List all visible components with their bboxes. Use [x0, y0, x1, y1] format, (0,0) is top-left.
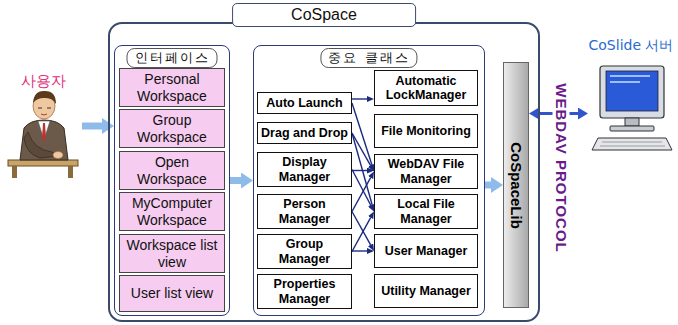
node-text: Personal Workspace: [123, 71, 221, 103]
class-link: [352, 103, 372, 165]
person-illustration: [8, 91, 78, 178]
node-text: Person Manager: [260, 197, 349, 226]
node-text: 인터페이스: [127, 48, 218, 68]
class-box: Utility Manager: [374, 274, 478, 308]
class-link: [352, 218, 371, 252]
group-panel: 인터페이스 Personal WorkspaceGroup WorkspaceOp…: [114, 45, 230, 316]
group-panel: 중요 클래스 Auto LaunchDrag and DropDisplay Ma…: [253, 45, 485, 316]
node-text: CoSpaceLib: [508, 142, 525, 229]
class-box: WebDAV File Manager: [374, 154, 478, 189]
flow-arrow: [82, 123, 102, 130]
class-box: Drag and Drop: [257, 122, 352, 144]
protocol-label: WEBDAV PROTOCOL: [553, 81, 570, 254]
class-box: Local File Manager: [374, 194, 478, 229]
node-text: MyComputer Workspace: [123, 195, 221, 227]
node-text: Workspace list view: [123, 237, 221, 269]
server-node: CoSlide 서버: [588, 35, 674, 165]
system-frame: CoSpace인터페이스Personal WorkspaceGroup Work…: [108, 22, 540, 322]
class-box: Auto Launch: [257, 92, 352, 114]
class-box: Automatic LockManager: [374, 70, 478, 106]
node-text: WebDAV File Manager: [377, 157, 475, 186]
server-illustration: [592, 66, 672, 150]
interface-box: Group Workspace: [119, 109, 225, 148]
class-box: Display Manager: [257, 152, 352, 187]
node-text: Open Workspace: [123, 154, 221, 186]
node-text: Automatic LockManager: [377, 74, 475, 103]
node-text: Local File Manager: [377, 197, 475, 226]
node-text: Group Manager: [260, 237, 349, 266]
node-text: User list view: [131, 285, 213, 301]
class-link: [352, 170, 367, 171]
interface-box: MyComputer Workspace: [119, 192, 225, 231]
class-link: [352, 133, 371, 165]
node-text: Utility Manager: [381, 284, 471, 298]
node-text: Display Manager: [260, 155, 349, 184]
node-text: Auto Launch: [266, 96, 342, 110]
class-box: Group Manager: [257, 234, 352, 269]
node-text: File Monitoring: [381, 124, 471, 138]
class-link: [352, 178, 371, 212]
class-link: [352, 250, 367, 251]
class-box: File Monitoring: [374, 114, 478, 148]
node-text: 중요 클래스: [320, 48, 417, 68]
interface-box: User list view: [119, 275, 225, 312]
library-bar: CoSpaceLib: [503, 62, 529, 308]
node-text: User Manager: [385, 244, 468, 258]
flow-arrow: [230, 177, 241, 184]
class-link: [352, 170, 371, 206]
class-box: Person Manager: [257, 194, 352, 229]
node-text: CoSpace: [232, 3, 416, 27]
flow-arrow: [485, 182, 491, 189]
class-link: [352, 98, 367, 99]
interface-box: Workspace list view: [119, 234, 225, 273]
interface-box: Open Workspace: [119, 151, 225, 190]
node-text: Drag and Drop: [261, 126, 348, 140]
interface-box: Personal Workspace: [119, 68, 225, 107]
node-text: Properties Manager: [260, 277, 349, 306]
class-box: User Manager: [374, 234, 478, 268]
node-text: CoSlide 서버: [588, 37, 674, 55]
class-box: Properties Manager: [257, 274, 352, 309]
user-actor: 사용자: [4, 70, 82, 182]
class-link: [352, 212, 371, 245]
node-text: Group Workspace: [123, 112, 221, 144]
node-text: 사용자: [4, 72, 82, 91]
